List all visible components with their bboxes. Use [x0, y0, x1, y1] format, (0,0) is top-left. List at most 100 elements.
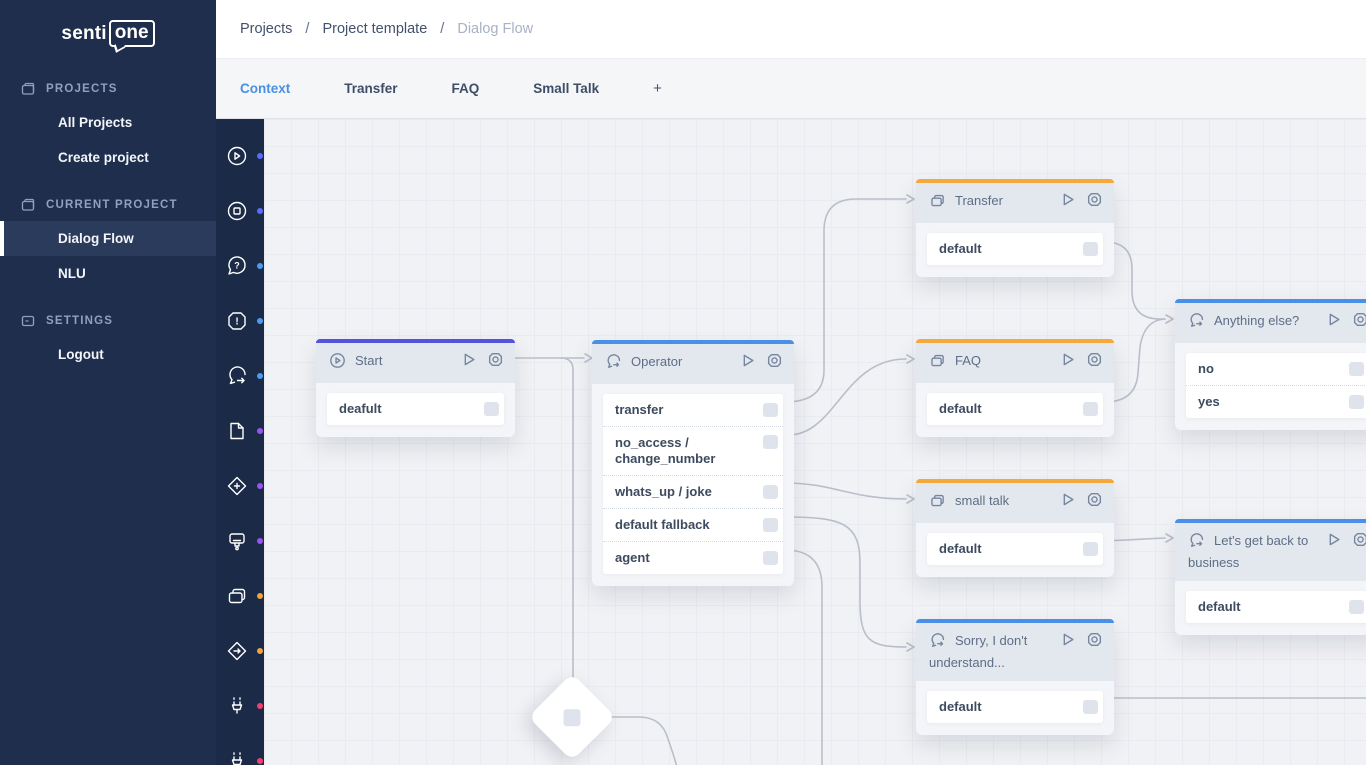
- output-port[interactable]: [763, 485, 778, 499]
- output-port[interactable]: [1083, 700, 1098, 714]
- tab-context[interactable]: Context: [240, 81, 291, 96]
- row-label: default: [1198, 599, 1241, 614]
- node-title: Sorry, I don't understand...: [929, 633, 1028, 670]
- node-header[interactable]: Anything else?: [1175, 303, 1366, 343]
- output-port[interactable]: [1083, 542, 1098, 556]
- flow-node-faq[interactable]: FAQ default: [916, 339, 1114, 437]
- add-tab-button[interactable]: +: [653, 80, 662, 97]
- node-header[interactable]: Sorry, I don't understand...: [916, 623, 1114, 681]
- output-port[interactable]: [1349, 362, 1364, 376]
- question-bubble-icon[interactable]: ?: [225, 254, 263, 278]
- diamond-plus-icon[interactable]: [225, 474, 263, 498]
- diamond-arrow-icon[interactable]: [225, 639, 263, 663]
- flow-node-sorry[interactable]: Sorry, I don't understand... default: [916, 619, 1114, 735]
- node-header[interactable]: FAQ: [916, 343, 1114, 383]
- flow-node-small-talk[interactable]: small talk default: [916, 479, 1114, 577]
- node-row-default[interactable]: default: [927, 393, 1103, 425]
- node-row-default[interactable]: default: [927, 533, 1103, 565]
- output-port[interactable]: [1349, 600, 1364, 614]
- node-header[interactable]: small talk: [916, 483, 1114, 523]
- node-body: deafult: [316, 383, 515, 437]
- node-title: Operator: [631, 354, 683, 369]
- node-title: Anything else?: [1214, 313, 1300, 328]
- output-port[interactable]: [484, 402, 499, 416]
- sidebar-item-dialog-flow[interactable]: Dialog Flow: [0, 221, 216, 256]
- node-row-no[interactable]: no: [1186, 353, 1366, 385]
- node-row-deafult[interactable]: deafult: [327, 393, 504, 425]
- document-icon[interactable]: [225, 419, 263, 443]
- node-accent-bar: [1175, 299, 1366, 303]
- run-node-icon[interactable]: [1059, 631, 1077, 649]
- node-row-default-fallback[interactable]: default fallback: [603, 508, 783, 541]
- chat-out-icon: [1188, 312, 1205, 334]
- run-node-icon[interactable]: [1059, 351, 1077, 369]
- breadcrumb-project-template[interactable]: Project template: [322, 21, 428, 37]
- node-row-agent[interactable]: agent: [603, 541, 783, 574]
- flow-node-anything-else[interactable]: Anything else? no yes: [1175, 299, 1366, 430]
- palette-dot: [257, 593, 263, 599]
- sidebar-item-nlu[interactable]: NLU: [58, 266, 86, 281]
- node-row-whats-up[interactable]: whats_up / joke: [603, 475, 783, 508]
- run-node-icon[interactable]: [1325, 531, 1343, 549]
- terminal-device-icon[interactable]: [225, 529, 263, 553]
- node-row-default[interactable]: default: [927, 233, 1103, 265]
- condition-port[interactable]: [563, 709, 581, 727]
- tab-faq[interactable]: FAQ: [451, 81, 480, 96]
- node-settings-icon[interactable]: [1086, 191, 1104, 209]
- output-port[interactable]: [763, 403, 778, 417]
- flow-node-lets-get-back[interactable]: Let's get back to business default: [1175, 519, 1366, 635]
- palette-dot: [257, 318, 263, 324]
- run-node-icon[interactable]: [1059, 191, 1077, 209]
- tab-small-talk[interactable]: Small Talk: [533, 81, 600, 96]
- run-node-icon[interactable]: [460, 351, 478, 369]
- sidebar-item-create-project[interactable]: Create project: [58, 150, 149, 165]
- node-header[interactable]: Start: [316, 343, 515, 383]
- run-node-icon[interactable]: [1325, 311, 1343, 329]
- output-port[interactable]: [1349, 395, 1364, 409]
- chat-out-icon[interactable]: [225, 364, 263, 388]
- node-row-transfer[interactable]: transfer: [603, 394, 783, 426]
- node-body: no yes: [1175, 343, 1366, 430]
- tab-transfer[interactable]: Transfer: [344, 81, 398, 96]
- stop-circle-icon[interactable]: [225, 199, 263, 223]
- exclamation-hexagon-icon[interactable]: !: [225, 309, 263, 333]
- output-port[interactable]: [763, 551, 778, 565]
- node-settings-icon[interactable]: [1086, 351, 1104, 369]
- dialog-flow-canvas[interactable]: Start deafult Operator transfer no_acces…: [264, 119, 1366, 765]
- output-port[interactable]: [1083, 402, 1098, 416]
- connection-wires: [514, 194, 1366, 765]
- node-row-default[interactable]: default: [1186, 591, 1366, 623]
- node-settings-icon[interactable]: [487, 351, 505, 369]
- row-label: default: [939, 699, 982, 714]
- node-row-default[interactable]: default: [927, 691, 1103, 723]
- plug-2-icon[interactable]: [225, 749, 263, 765]
- node-header[interactable]: Operator: [592, 344, 794, 384]
- run-node-icon[interactable]: [739, 352, 757, 370]
- node-settings-icon[interactable]: [1352, 531, 1366, 549]
- sidebar-item-all-projects[interactable]: All Projects: [58, 115, 133, 130]
- stacked-cards-icon[interactable]: [225, 584, 263, 608]
- node-row-no-access[interactable]: no_access / change_number: [603, 426, 783, 475]
- breadcrumb-projects[interactable]: Projects: [240, 21, 293, 37]
- node-row-yes[interactable]: yes: [1186, 385, 1366, 418]
- folder-icon: [21, 82, 35, 95]
- play-circle-icon[interactable]: [225, 144, 263, 168]
- plug-icon[interactable]: [225, 694, 263, 718]
- flow-node-transfer[interactable]: Transfer default: [916, 179, 1114, 277]
- row-label: whats_up / joke: [615, 484, 712, 499]
- node-settings-icon[interactable]: [1086, 631, 1104, 649]
- flow-node-operator[interactable]: Operator transfer no_access / change_num…: [592, 340, 794, 586]
- node-accent-bar: [916, 619, 1114, 623]
- flow-node-start[interactable]: Start deafult: [316, 339, 515, 437]
- node-header[interactable]: Let's get back to business: [1175, 523, 1366, 581]
- output-port[interactable]: [763, 518, 778, 532]
- output-port[interactable]: [1083, 242, 1098, 256]
- node-header[interactable]: Transfer: [916, 183, 1114, 223]
- run-node-icon[interactable]: [1059, 491, 1077, 509]
- play-circle-icon: [329, 352, 346, 374]
- sidebar-item-logout[interactable]: Logout: [58, 347, 104, 362]
- node-settings-icon[interactable]: [1086, 491, 1104, 509]
- output-port[interactable]: [763, 435, 778, 449]
- node-settings-icon[interactable]: [766, 352, 784, 370]
- node-settings-icon[interactable]: [1352, 311, 1366, 329]
